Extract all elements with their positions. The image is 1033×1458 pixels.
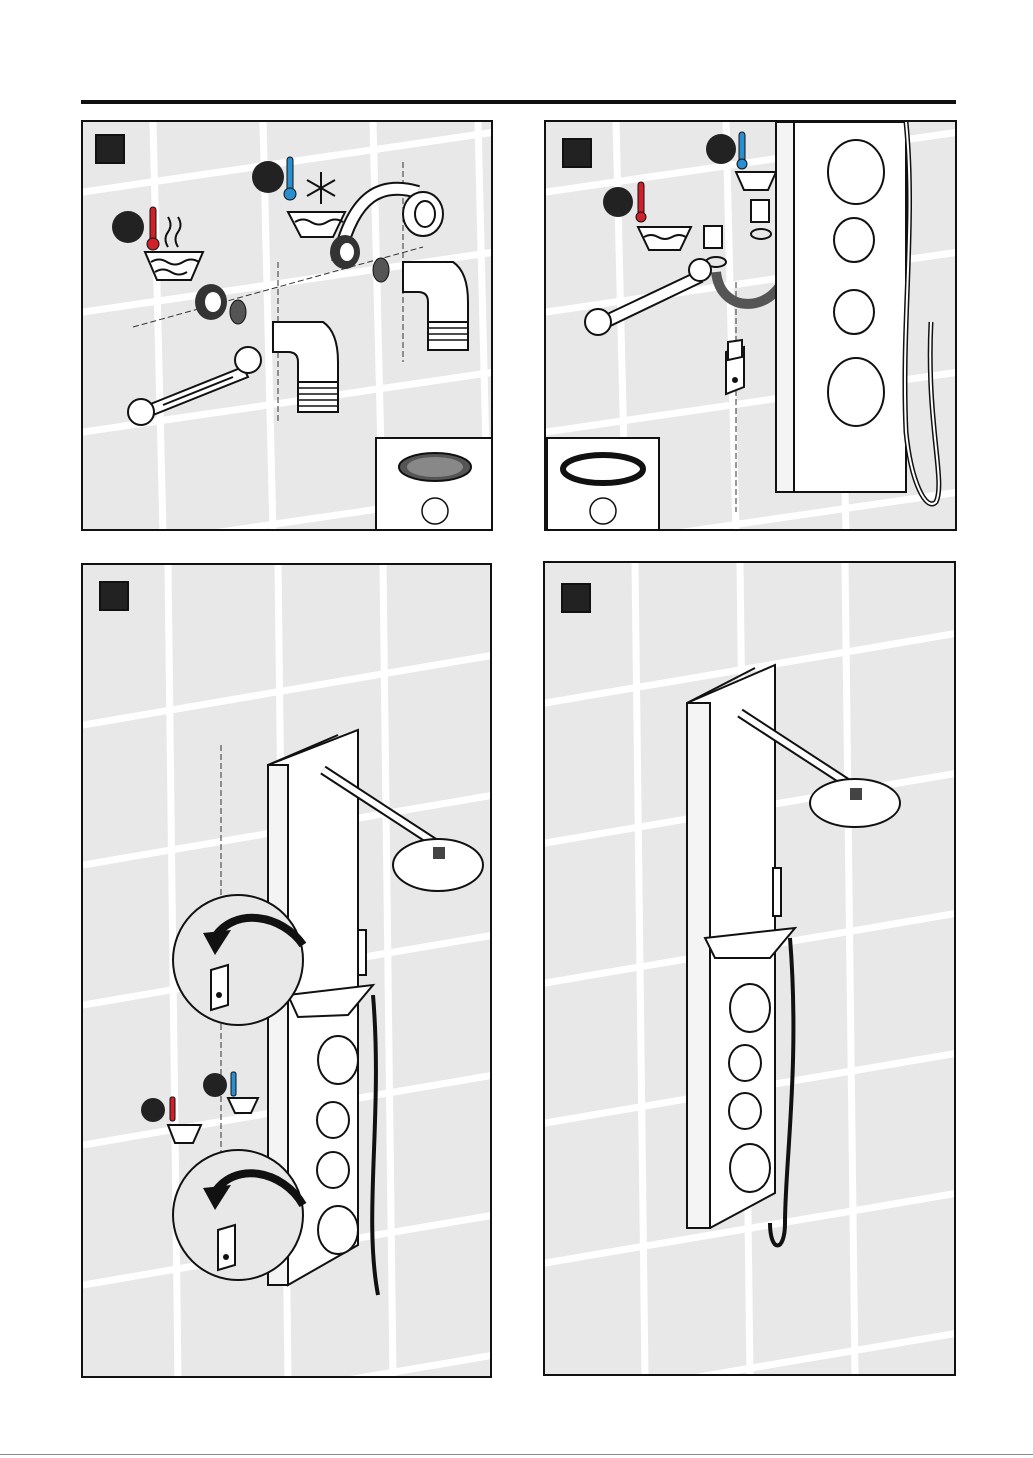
cold-water-icon [706, 132, 776, 190]
hot-water-icon [603, 182, 691, 250]
flat-washer-inset [546, 437, 660, 531]
part-callout-circle [422, 498, 448, 524]
shower-panel-icon [776, 122, 939, 504]
panel-step-1 [81, 120, 493, 531]
mounting-bracket-icon [211, 965, 228, 1010]
hot-water-icon [112, 207, 203, 280]
wrench-icon [585, 259, 711, 335]
cold-water-icon [252, 157, 345, 237]
filter-washer-inset [375, 437, 493, 531]
wrench-icon [128, 347, 261, 425]
mounting-bracket-icon [726, 340, 744, 394]
panel-step-2 [544, 120, 957, 531]
detail-magnifier-bottom [173, 1150, 303, 1280]
footer-rule [0, 1454, 1033, 1455]
header-rule [81, 100, 956, 104]
part-callout-circle [590, 498, 616, 524]
shower-panel-icon [687, 665, 900, 1246]
elbow-fitting-icon [704, 200, 769, 248]
cold-water-icon [203, 1072, 258, 1113]
detail-magnifier-top [173, 895, 303, 1025]
mounting-bracket-icon [218, 1225, 235, 1270]
panel-step-3 [81, 563, 492, 1378]
filter-washer-icon [230, 258, 389, 324]
panel-step-4 [543, 561, 956, 1376]
hot-water-icon [141, 1097, 201, 1143]
elbow-fitting-icon [273, 262, 468, 412]
